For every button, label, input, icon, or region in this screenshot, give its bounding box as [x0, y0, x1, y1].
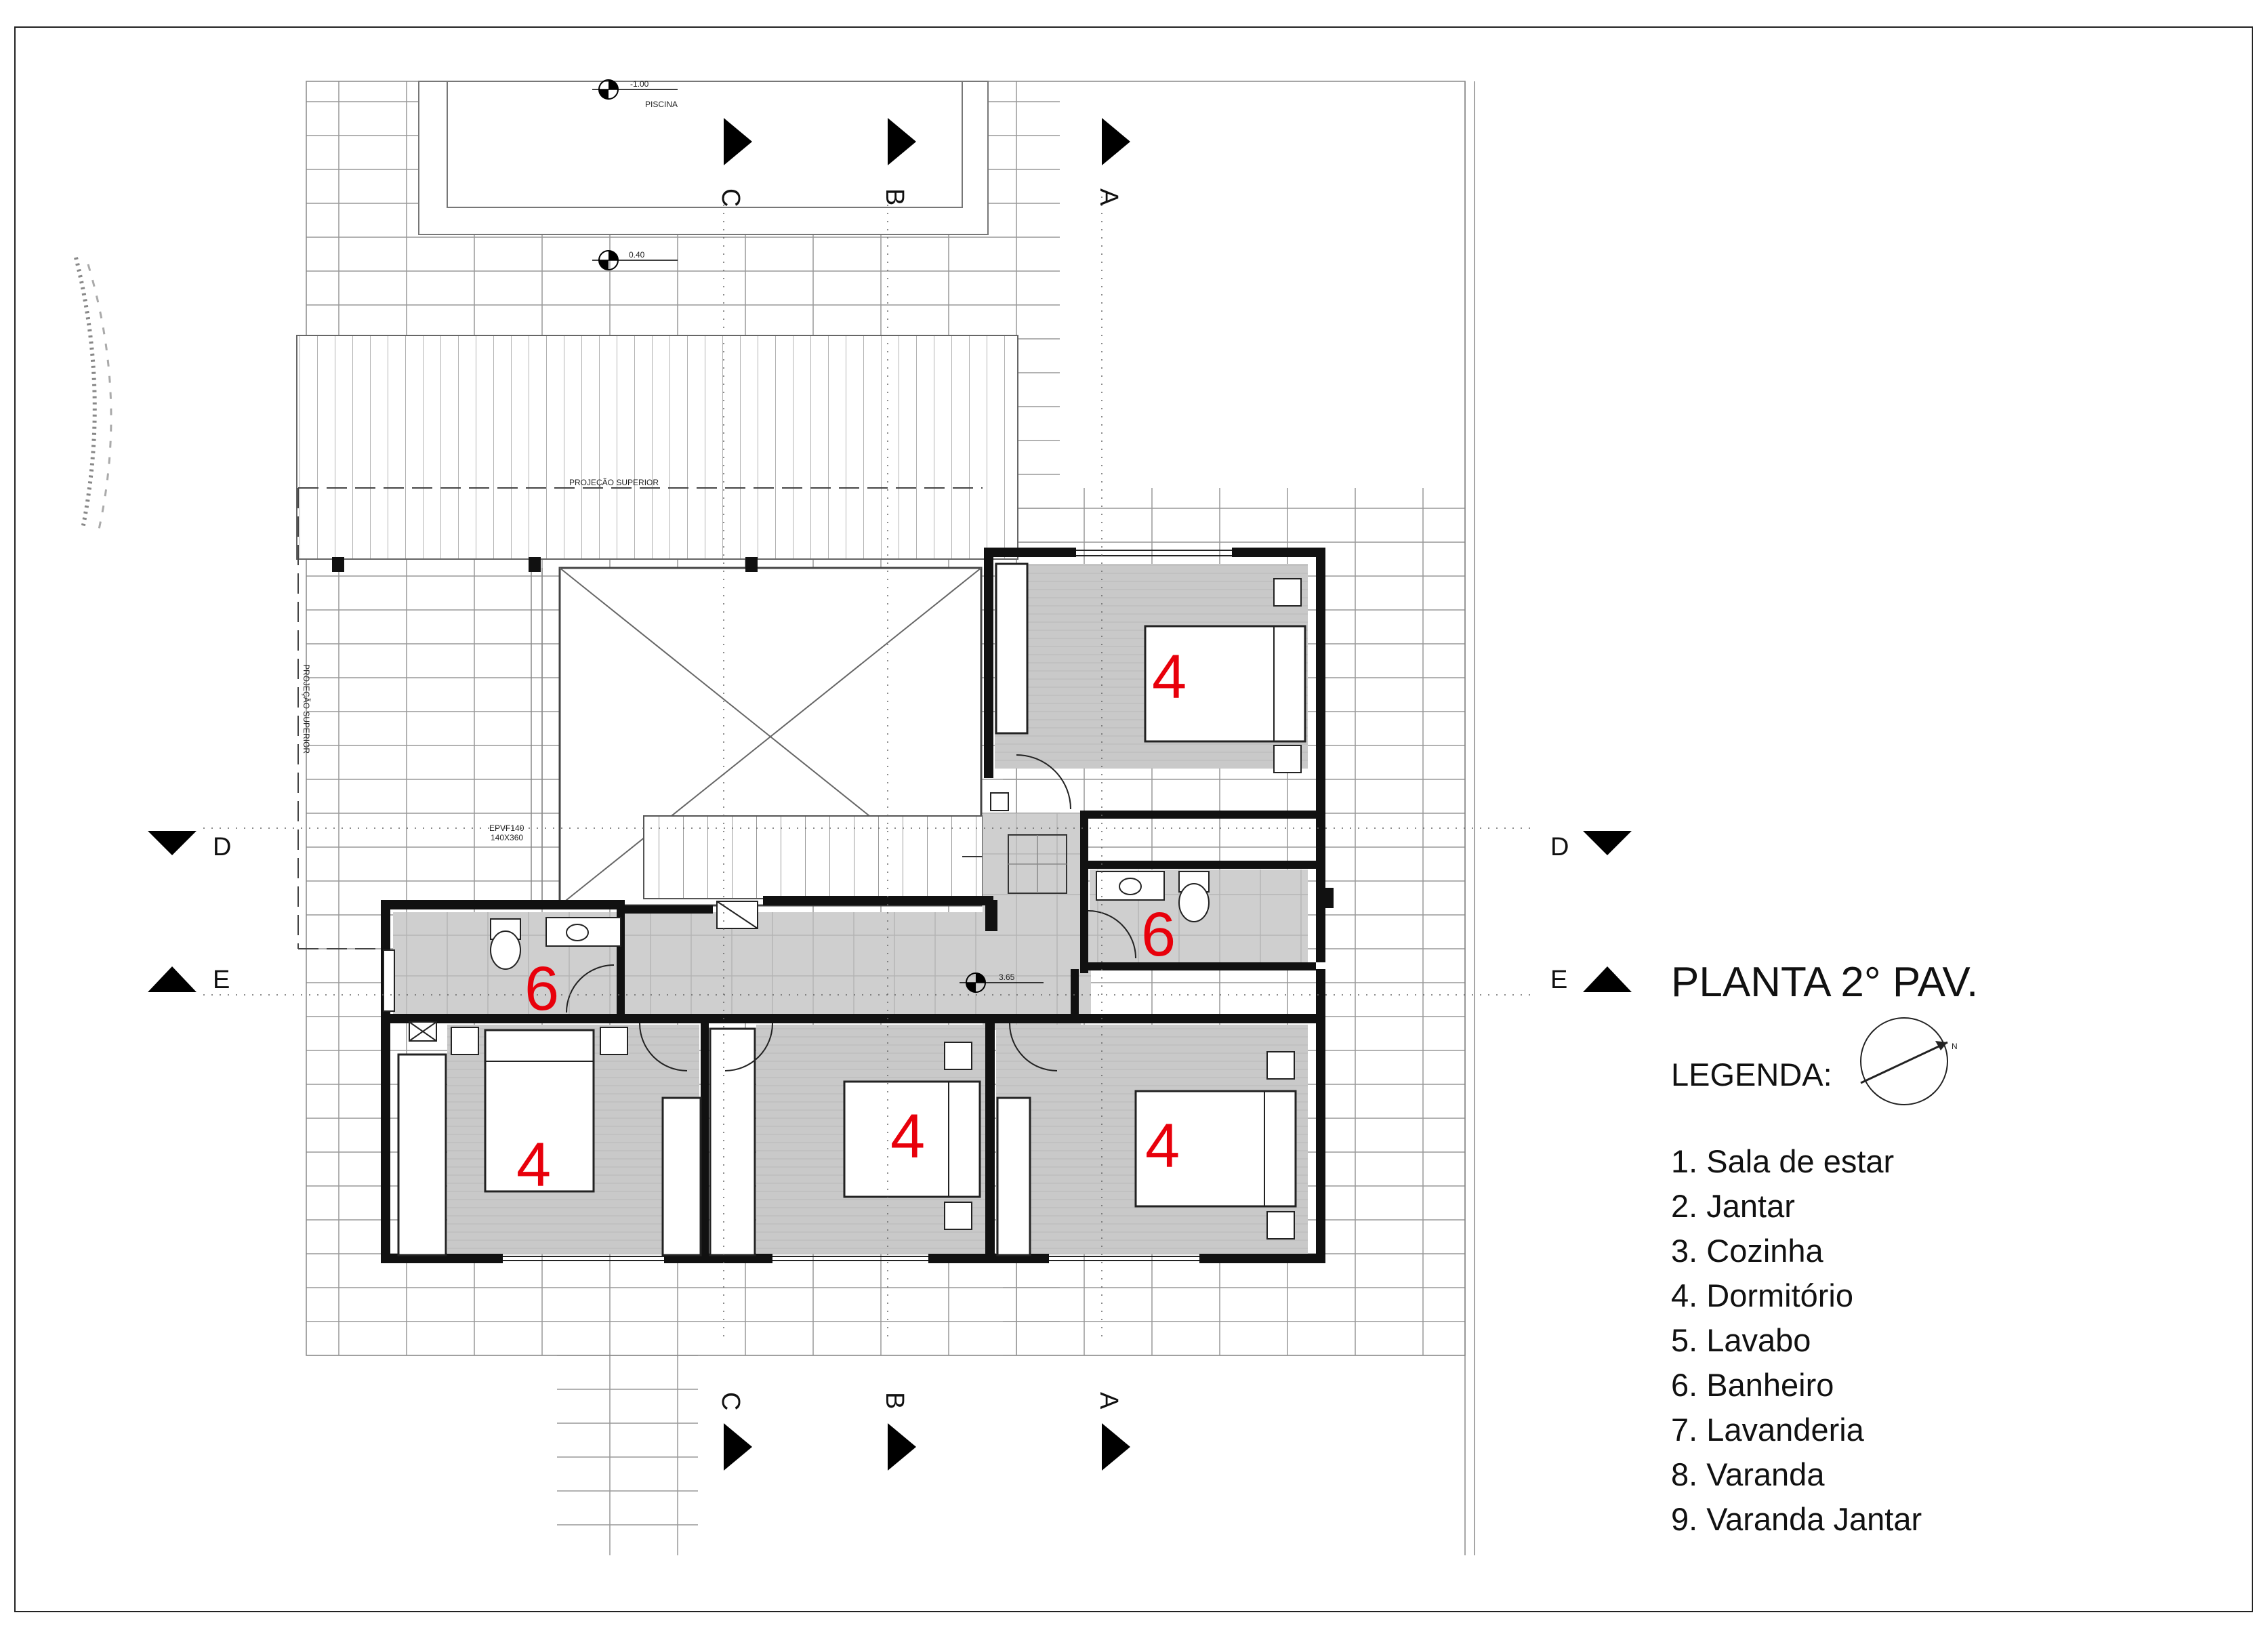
legend-item: 2. Jantar: [1671, 1188, 1795, 1224]
shrub-symbol: [74, 257, 97, 529]
window-size: 140X360: [491, 833, 523, 842]
room-number-bath-e: 6: [1141, 900, 1176, 969]
bed-se: [1134, 1090, 1297, 1208]
legend-item: 5. Lavabo: [1671, 1322, 1811, 1358]
section-marker-e-right: [1583, 966, 1632, 992]
room-number-dorm-sw: 4: [516, 1130, 551, 1200]
section-marker-c-top: [724, 118, 752, 165]
legend-item: 3. Cozinha: [1671, 1233, 1824, 1269]
section-label-e-right: E: [1550, 966, 1567, 994]
level-pool-label: PISCINA: [645, 100, 678, 109]
plan-title: PLANTA 2° PAV.: [1671, 959, 1978, 1006]
pergola-projection: PROJEÇÃO SUPERIOR PROJEÇÃO SUPERIOR: [296, 335, 1018, 949]
legend-item: 1. Sala de estar: [1671, 1143, 1894, 1179]
level-marker-deck: 0.40: [592, 250, 678, 270]
section-marker-b-bottom: [888, 1423, 916, 1471]
level-pool-value: -1.00: [630, 79, 649, 89]
windows: [383, 550, 1232, 1261]
doors: [566, 754, 1136, 1071]
room-number-dorm-se: 4: [1145, 1111, 1180, 1181]
section-marker-c-bottom: [724, 1423, 752, 1471]
section-label-c-top: C: [716, 188, 745, 207]
section-label-c-bottom: C: [716, 1392, 745, 1410]
section-label-a-bottom: A: [1094, 1392, 1123, 1410]
section-marker-b-top: [888, 118, 916, 165]
section-label-a-top: A: [1094, 188, 1123, 206]
legend-item: 8. Varanda: [1671, 1456, 1825, 1492]
level-marker-floor: 3.65: [960, 972, 1044, 993]
legend-item: 7. Lavanderia: [1671, 1412, 1865, 1448]
level-marker-pool: -1.00 PISCINA: [592, 79, 678, 109]
section-marker-a-top: [1102, 118, 1130, 165]
north-label: N: [1952, 1042, 1958, 1051]
legend-item: 4. Dormitório: [1671, 1277, 1853, 1313]
level-deck-value: 0.40: [629, 250, 645, 260]
section-marker-e-left: [148, 966, 197, 992]
section-label-d-right: D: [1550, 833, 1569, 861]
section-label-b-bottom: B: [880, 1392, 909, 1409]
level-floor-value: 3.65: [999, 972, 1015, 982]
north-arrow: N: [1860, 1017, 1958, 1105]
window-tag: EPVF140 140X360: [489, 823, 524, 842]
projection-label-side: PROJEÇÃO SUPERIOR: [302, 664, 311, 754]
bed-sw: [484, 1029, 595, 1193]
room-number-dorm-s: 4: [890, 1102, 925, 1171]
shafts: [716, 792, 1067, 929]
bath-fixtures: [409, 871, 1210, 1042]
sheet-frame: [14, 26, 2253, 1612]
section-label-d-left: D: [213, 833, 231, 861]
projection-label-top: PROJEÇÃO SUPERIOR: [569, 478, 659, 487]
staircase: [643, 815, 983, 899]
room-number-bath-w: 6: [524, 954, 559, 1023]
pool: [418, 81, 989, 235]
section-label-e-left: E: [213, 966, 230, 994]
section-marker-a-bottom: [1102, 1423, 1130, 1471]
legend-item: 9. Varanda Jantar: [1671, 1501, 1922, 1537]
section-lines: [203, 197, 1531, 1342]
legend-list: 1. Sala de estar 2. Jantar 3. Cozinha 4.…: [1671, 1143, 1922, 1537]
section-marker-d-left: [148, 831, 197, 855]
window-code: EPVF140: [489, 823, 524, 833]
legend-item: 6. Banheiro: [1671, 1367, 1834, 1403]
walls: [332, 548, 1334, 1263]
section-markers: [148, 118, 1632, 1471]
bed-ne: [1144, 625, 1306, 743]
legend-heading: LEGENDA:: [1671, 1057, 1832, 1092]
beds: [451, 578, 1306, 1240]
bed-s: [843, 1080, 981, 1198]
section-marker-d-right: [1583, 831, 1632, 855]
section-label-b-top: B: [880, 188, 909, 205]
room-number-dorm-ne: 4: [1152, 642, 1187, 712]
